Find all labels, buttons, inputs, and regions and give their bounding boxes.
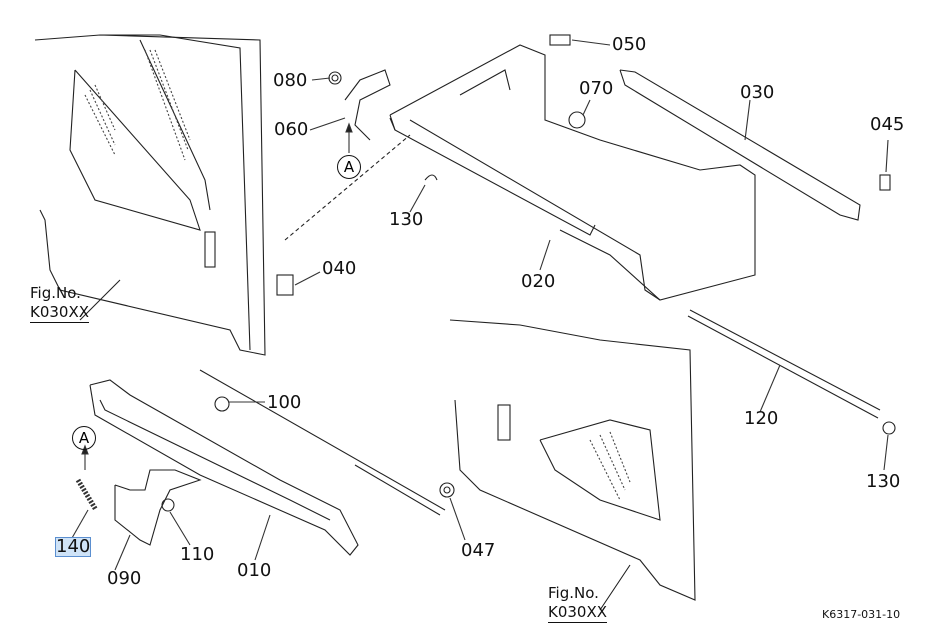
callout-a-bottom: A [72,426,96,450]
part-label-080: 080 [273,70,308,91]
fig-ref-label: Fig.No. [30,284,81,302]
fig-ref-number: K030XX [30,303,90,323]
fasteners [161,34,896,512]
part-label-130: 130 [389,209,424,230]
fig-ref-right: Fig.No. K030XX [548,584,608,623]
lever-010 [89,369,446,556]
part-label-070: 070 [579,78,614,99]
strip-030 [619,69,861,221]
bracket-020 [284,44,756,301]
drawing-code: K6317-031-10 [822,608,901,621]
fig-ref-left: Fig.No. K030XX [30,284,90,323]
spring-140 [75,478,99,512]
part-label-030: 030 [740,82,775,103]
right-frame-panel [449,319,696,611]
part-label-110: 110 [180,544,215,565]
part-label-060: 060 [274,119,309,140]
part-label-120: 120 [744,408,779,429]
left-frame-panel [34,34,266,356]
part-label-047: 047 [461,540,496,561]
fig-ref-number: K030XX [548,603,608,623]
rod-120 [687,309,881,419]
plate-090 [114,469,202,546]
leader-lines [71,39,889,571]
part-label-130-b: 130 [866,471,901,492]
part-label-050: 050 [612,34,647,55]
part-label-010: 010 [237,560,272,581]
part-label-100: 100 [267,392,302,413]
part-label-090: 090 [107,568,142,589]
fig-ref-label: Fig.No. [548,584,599,602]
part-label-140-highlighted[interactable]: 140 [54,536,92,557]
part-label-045: 045 [870,114,905,135]
part-label-040: 040 [322,258,357,279]
callout-a-top: A [337,155,361,179]
part-label-020: 020 [521,271,556,292]
